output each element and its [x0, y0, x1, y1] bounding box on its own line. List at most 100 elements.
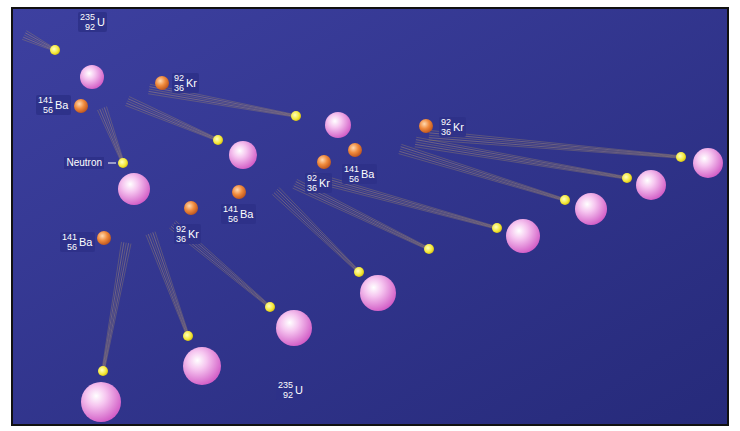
uranium-nucleus — [183, 347, 221, 385]
neutron-trail — [148, 234, 187, 336]
neutron-trail — [127, 101, 218, 140]
isotope-label: 9236Kr — [439, 117, 466, 137]
isotope-label: 14156Ba — [221, 204, 256, 224]
neutron-trail — [100, 109, 123, 163]
mass-number: 92 — [174, 73, 184, 83]
mass-number: 141 — [223, 204, 238, 214]
neutron-trail — [151, 233, 189, 336]
neutron-trail — [272, 194, 358, 272]
neutron-trail — [295, 184, 429, 249]
neutron-trail — [312, 177, 497, 228]
mass-number: 92 — [441, 117, 451, 127]
uranium-nucleus — [636, 170, 666, 200]
neutron-trail — [24, 35, 55, 50]
uranium-nucleus — [229, 141, 257, 169]
uranium-nucleus — [360, 275, 396, 311]
neutron-trail — [104, 107, 123, 162]
mass-number: 141 — [62, 232, 77, 242]
atomic-number: 56 — [67, 242, 77, 252]
neutron — [424, 244, 434, 254]
neutron-trail — [98, 110, 122, 163]
element-symbol: Ba — [240, 208, 253, 220]
neutron — [183, 331, 193, 341]
element-symbol: Kr — [188, 228, 199, 240]
uranium-nucleus — [693, 148, 723, 178]
atomic-number: 92 — [85, 22, 95, 32]
neutron-trail — [174, 223, 270, 307]
neutron-trail — [153, 232, 189, 335]
neutron-trail — [274, 193, 359, 273]
barium-nucleus — [97, 231, 111, 245]
neutron-trail — [312, 175, 497, 228]
uranium-nucleus — [80, 65, 104, 89]
nuclide-numbers: 14156 — [344, 164, 359, 184]
element-symbol: Ba — [79, 236, 92, 248]
neutron-trail — [102, 242, 122, 371]
atomic-number: 36 — [174, 83, 184, 93]
nuclide-numbers: 23592 — [278, 380, 293, 400]
isotope-label: 14156Ba — [342, 164, 377, 184]
nuclide-numbers: 14156 — [62, 232, 77, 252]
isotope-label: 23592U — [78, 12, 107, 32]
neutron — [265, 302, 275, 312]
neutron-trail — [401, 144, 565, 198]
isotope-label: 14156Ba — [36, 95, 71, 115]
neutron-trail — [104, 244, 131, 372]
element-symbol: Kr — [186, 77, 197, 89]
element-symbol: Ba — [361, 168, 374, 180]
neutron-trail — [23, 37, 55, 50]
neutron-trail — [176, 221, 271, 306]
uranium-nucleus — [325, 112, 351, 138]
uranium-nucleus — [118, 173, 150, 205]
isotope-label: 9236Kr — [172, 73, 199, 93]
neutron-trail — [400, 149, 565, 200]
neutron-trail — [103, 243, 126, 371]
uranium-nucleus — [506, 219, 540, 253]
barium-nucleus — [232, 185, 246, 199]
isotope-label: 9236Kr — [174, 224, 201, 244]
atomic-number: 36 — [307, 183, 317, 193]
neutron-trail — [155, 232, 189, 336]
isotope-label: 14156Ba — [60, 232, 95, 252]
nuclide-numbers: 9236 — [441, 117, 451, 137]
neutron-trail — [294, 186, 429, 250]
nuclide-numbers: 9236 — [307, 173, 317, 193]
neutron-trail — [169, 228, 269, 308]
neutron — [213, 135, 223, 145]
neutron — [354, 267, 364, 277]
element-symbol: Ba — [55, 99, 68, 111]
neutron — [560, 195, 570, 205]
element-symbol: Kr — [319, 177, 330, 189]
neutron-trail — [313, 172, 497, 226]
particles — [50, 45, 723, 422]
atomic-number: 36 — [441, 127, 451, 137]
nuclide-numbers: 9236 — [174, 73, 184, 93]
neutron-trail — [311, 179, 497, 228]
nuclide-numbers: 9236 — [176, 224, 186, 244]
neutron-trail — [416, 137, 627, 177]
neutron-trail — [102, 108, 123, 163]
neutron-trail — [102, 242, 123, 371]
neutron-trail — [293, 188, 429, 250]
neutron-trail — [148, 94, 296, 117]
element-symbol: Kr — [453, 121, 464, 133]
neutron-trail — [429, 140, 681, 158]
neutron-trail — [173, 225, 271, 308]
atomic-number: 56 — [349, 174, 359, 184]
isotope-label: 9236Kr — [305, 173, 332, 193]
atomic-number: 92 — [283, 390, 293, 400]
neutron-trail — [399, 154, 565, 202]
element-symbol: U — [97, 16, 105, 28]
neutron-trail — [149, 89, 296, 116]
neutron-trail — [104, 243, 129, 371]
neutron-trail — [296, 182, 429, 249]
neutron-trail — [297, 179, 430, 247]
neutron — [291, 111, 301, 121]
picture-frame — [12, 8, 728, 425]
nuclide-numbers: 14156 — [38, 95, 53, 115]
barium-nucleus — [74, 99, 88, 113]
neutron — [676, 152, 686, 162]
neutron — [98, 366, 108, 376]
